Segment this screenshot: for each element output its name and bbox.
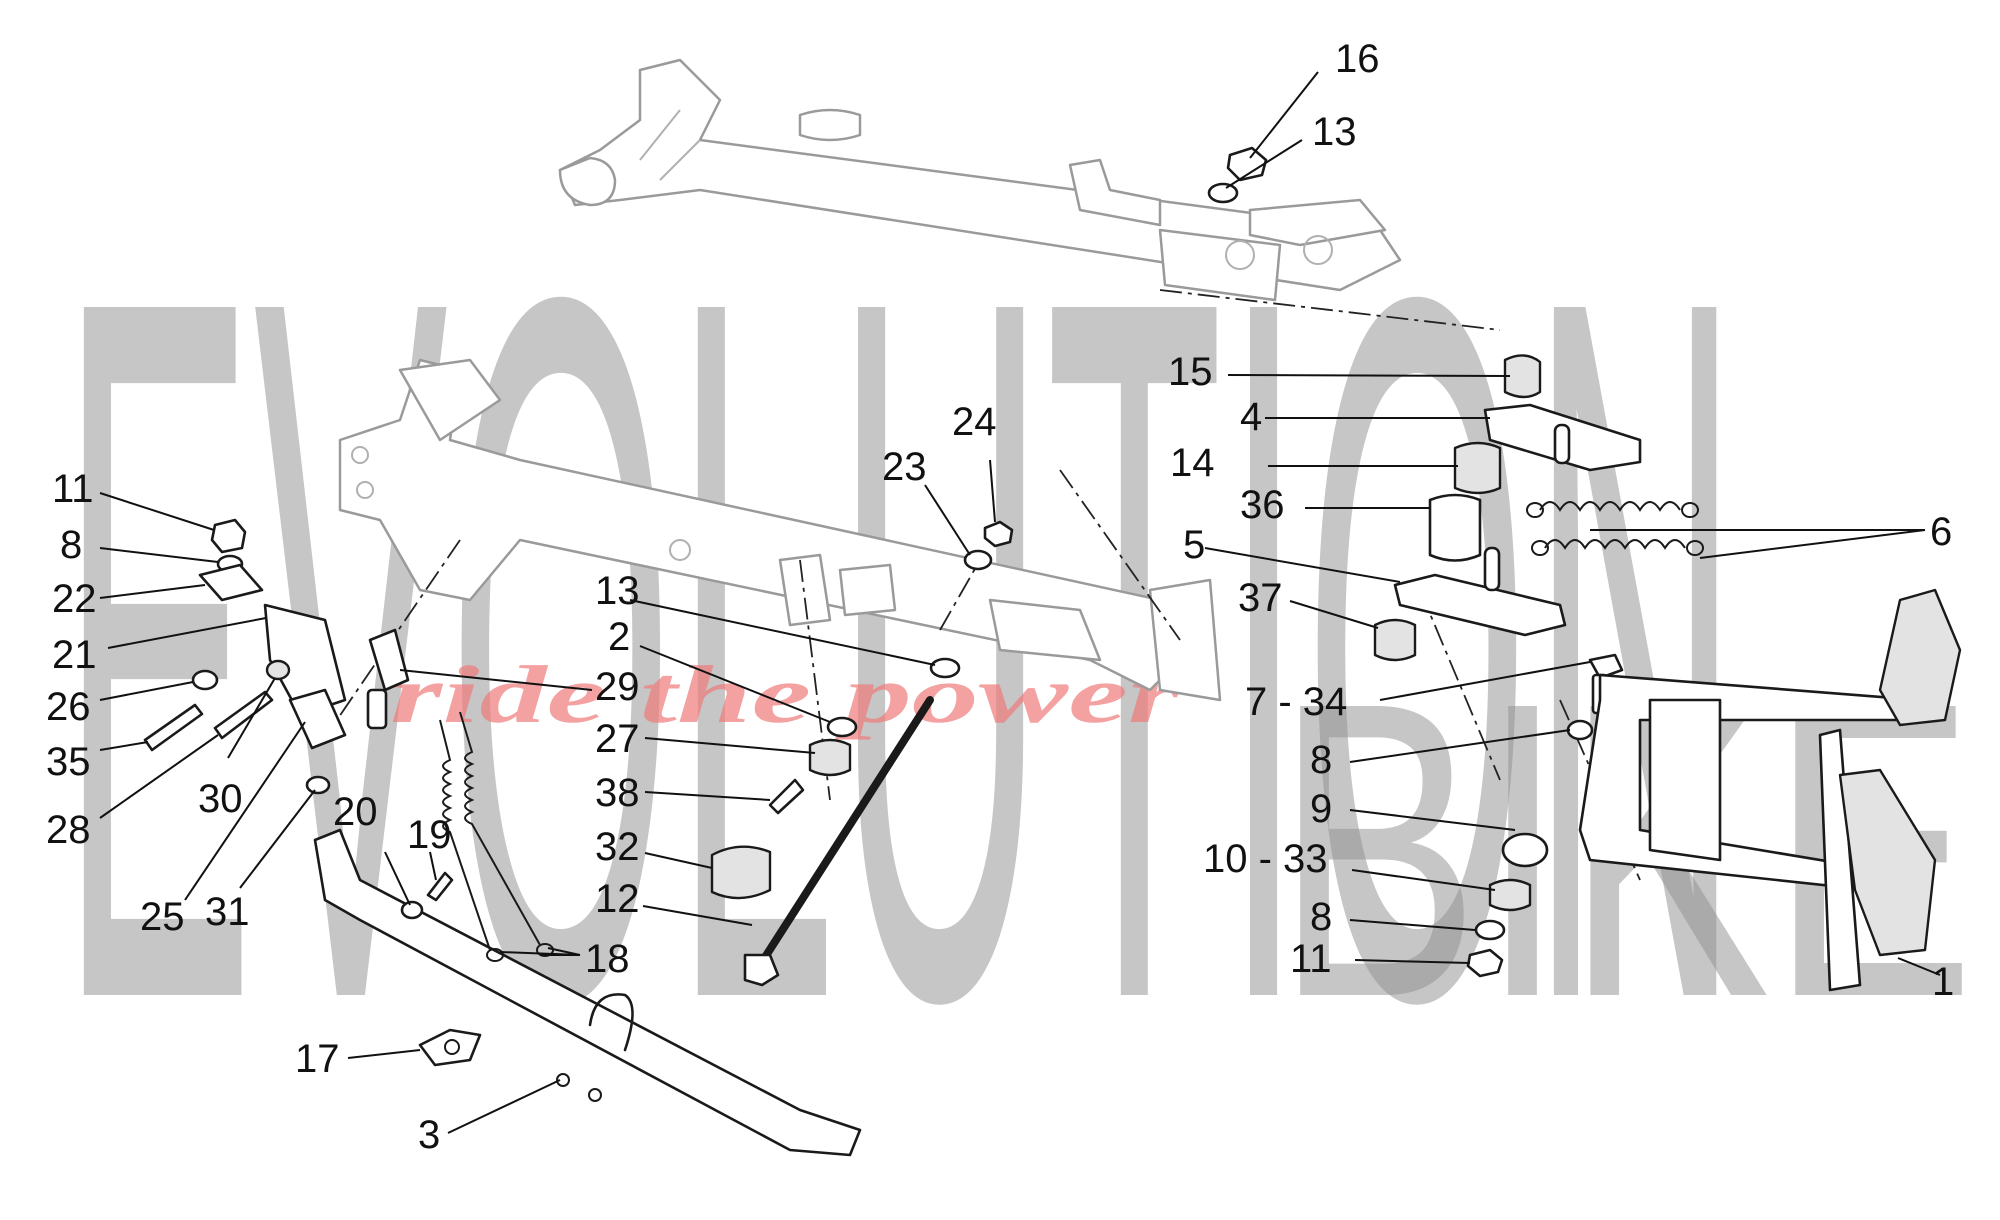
callout-2: 2 (608, 615, 630, 659)
plate-17 (418, 1028, 482, 1067)
plate-5 (1393, 573, 1567, 637)
callout-17: 17 (295, 1037, 340, 1081)
callout-28: 28 (46, 808, 91, 852)
callout-6: 6 (1930, 510, 1952, 554)
callout-11: 11 (1290, 937, 1332, 981)
bracket-25 (288, 688, 347, 750)
callout-35: 35 (46, 740, 91, 784)
callout-7-34: 7 - 34 (1245, 680, 1347, 724)
callout-12: 12 (595, 877, 640, 921)
callout-1: 1 (1932, 960, 1954, 1004)
callout-31: 31 (205, 890, 250, 934)
springs-6 (1526, 501, 1704, 556)
callout-18: 18 (585, 937, 630, 981)
callout-13: 13 (1312, 110, 1357, 154)
callout-27: 27 (595, 717, 640, 761)
upper-frame-rail (558, 58, 1402, 302)
washer-31 (305, 775, 331, 795)
bush-27 (808, 738, 852, 777)
footplate-lower (1838, 768, 1937, 957)
callout-23: 23 (882, 445, 927, 489)
bush-9 (1501, 832, 1549, 868)
switch-29 (368, 628, 410, 692)
callout-36: 36 (1240, 483, 1285, 527)
callout-16: 16 (1335, 37, 1380, 81)
callout-4: 4 (1240, 395, 1262, 439)
washer-2 (826, 716, 858, 738)
callout-19: 19 (407, 813, 452, 857)
side-stand-leg-3 (313, 828, 862, 1157)
bush-15 (1503, 354, 1542, 399)
pin-12 (743, 696, 934, 987)
washer-30 (265, 659, 291, 681)
washer-26 (191, 669, 219, 691)
callout-9: 9 (1310, 787, 1332, 831)
spacer-36 (1428, 493, 1482, 562)
watermark-word-one: EVOLUTION (60, 90, 1740, 1207)
callout-10-33: 10 - 33 (1203, 837, 1328, 881)
spacer-10-33 (1488, 878, 1532, 912)
nut-11-lower (1466, 948, 1504, 978)
watermark-slogan: ride the power (390, 649, 1182, 740)
side-stand-assembly (143, 518, 862, 1157)
nut-24 (983, 520, 1014, 548)
callout-24: 24 (952, 400, 997, 444)
screw-38 (768, 778, 805, 815)
screw-35 (143, 703, 204, 752)
footplate-upper (1878, 588, 1962, 727)
callout-32: 32 (595, 825, 640, 869)
nut-16 (1226, 146, 1268, 182)
callout-8: 8 (60, 523, 82, 567)
washer-23 (963, 549, 993, 571)
callout-3: 3 (418, 1113, 440, 1157)
callout-15: 15 (1168, 350, 1213, 394)
washer-8-lower (1474, 919, 1506, 941)
callout-13: 13 (595, 569, 640, 613)
bracket-22 (198, 563, 264, 602)
callout-20: 20 (333, 790, 378, 834)
callout-26: 26 (46, 685, 91, 729)
callout-22: 22 (52, 577, 97, 621)
central-bolt-group (710, 520, 1014, 987)
callout-14: 14 (1170, 441, 1215, 485)
bolt-19 (426, 871, 454, 902)
washer-13-top (1207, 182, 1239, 204)
bush-37 (1373, 618, 1417, 662)
callout-5: 5 (1183, 523, 1205, 567)
leader-lines (99, 71, 1941, 1134)
washer-20 (400, 900, 424, 920)
callout-30: 30 (198, 777, 243, 821)
nut-11-left (210, 518, 247, 554)
callout-37: 37 (1238, 576, 1283, 620)
callout-labels: 16 13 15 4 14 36 6 5 37 7 - 34 8 9 10 - … (46, 37, 1954, 1157)
callout-29: 29 (595, 665, 640, 709)
callout-38: 38 (595, 771, 640, 815)
callout-25: 25 (140, 895, 185, 939)
middle-frame-rail (338, 358, 1222, 702)
centre-stand-assembly (1207, 146, 1962, 992)
bolt-7-34 (1588, 653, 1624, 680)
screw-28 (213, 690, 274, 740)
cap-32 (710, 845, 772, 900)
callout-21: 21 (52, 633, 97, 677)
callout-11: 11 (52, 467, 94, 511)
callout-8: 8 (1310, 895, 1332, 939)
callout-8: 8 (1310, 738, 1332, 782)
spacer-14 (1453, 441, 1502, 495)
washer-13-center (929, 657, 961, 679)
washer-8-right (1566, 719, 1594, 741)
